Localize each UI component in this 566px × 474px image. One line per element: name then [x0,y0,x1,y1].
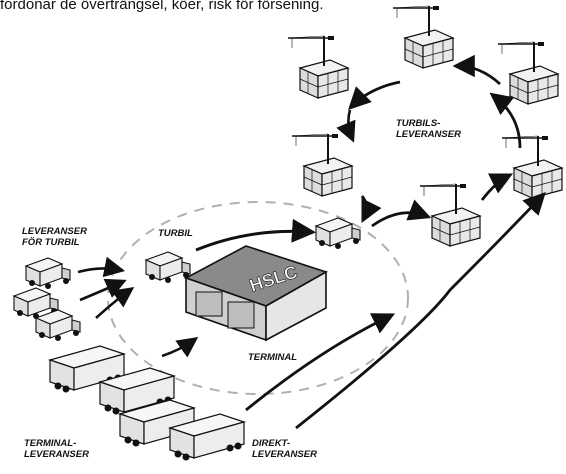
turbil-truck-icon [145,251,191,284]
delivery-truck-icon [35,309,81,342]
construction-site-icon [291,133,353,197]
construction-site-icon [419,183,481,247]
construction-site-icon [392,5,454,69]
tour-arrow [452,54,501,86]
tour-arrow [336,109,356,143]
construction-site-icon [501,135,563,199]
label-direkt-leveranser: DIREKT- LEVERANSER [252,438,317,460]
tour-arrow [360,195,382,224]
direct-flow-arrow [295,191,546,430]
direct-flow-arrow [245,313,396,412]
caption-text: fordonar de överträngsel, köer, risk för… [0,0,324,13]
tour-arrow [480,173,514,201]
terminal-zone-ring [107,201,409,395]
label-turbil: TURBIL [158,228,193,239]
flow-arrow [195,218,316,252]
tour-arrow [348,80,401,110]
construction-site-icon [497,41,559,105]
tour-arrow [371,199,432,228]
tour-arrow [489,92,522,149]
flow-arrow [77,256,126,278]
construction-site-icon [287,35,349,99]
turbil-truck-icon [315,217,361,250]
flow-arrow [79,278,127,302]
label-leveranser-for-turbil: LEVERANSER FÖR TURBIL [22,226,87,248]
flow-arrow [161,336,199,358]
delivery-truck-icon [25,257,71,290]
label-turbils-leveranser: TURBILS- LEVERANSER [396,118,461,140]
hslc-terminal-building [184,245,328,342]
label-terminal-leveranser: TERMINAL- LEVERANSER [24,438,89,460]
label-terminal: TERMINAL [248,352,298,363]
flow-arrow [95,286,135,319]
